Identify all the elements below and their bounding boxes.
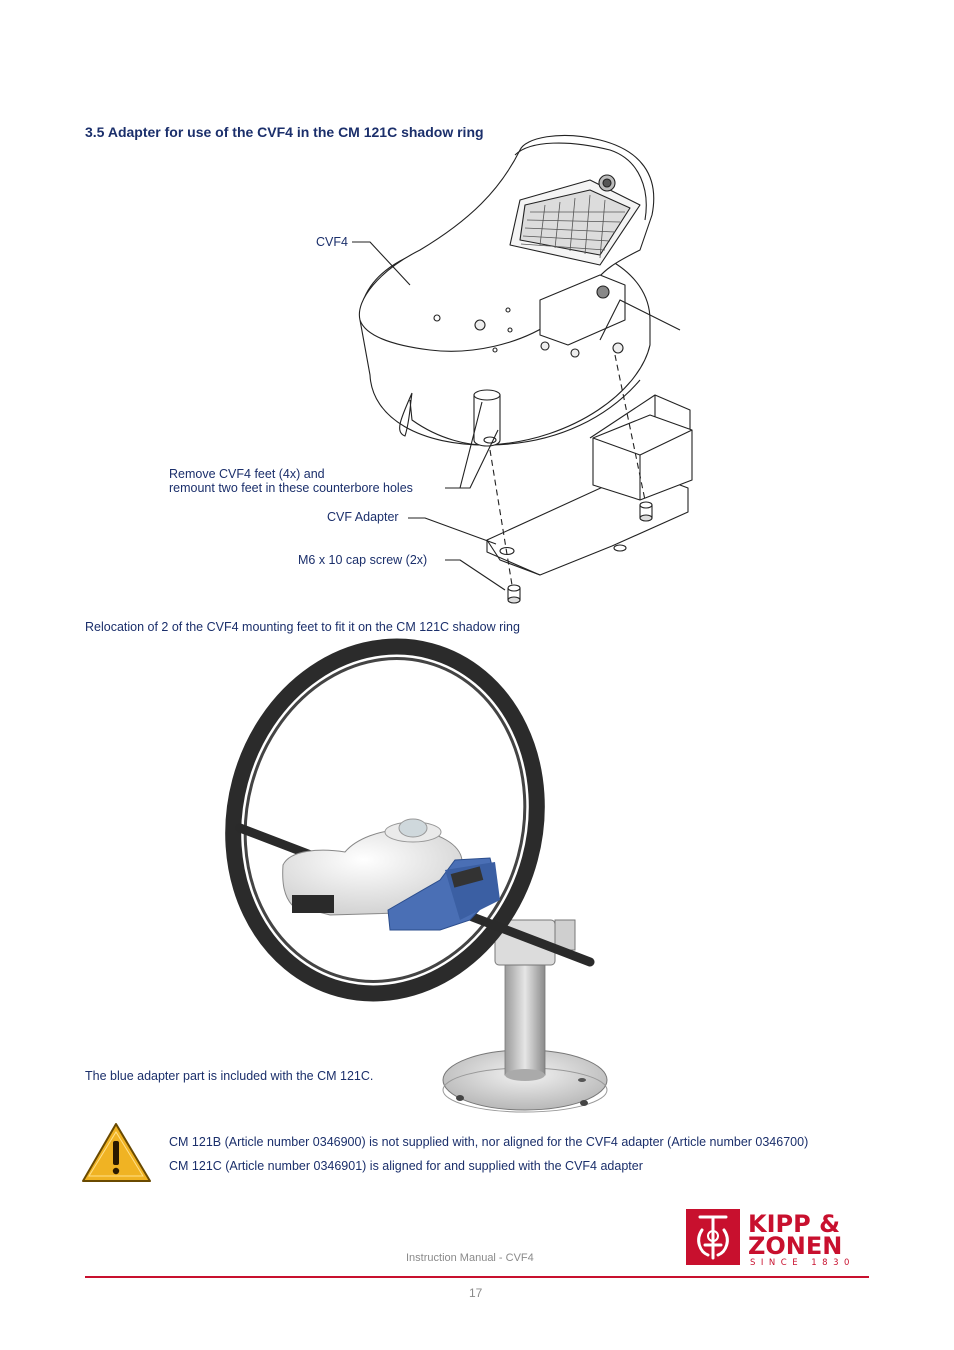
callout-feet-line2: remount two feet in these counterbore ho… <box>169 481 413 495</box>
footer-document-title: Instruction Manual - CVF4 <box>406 1252 534 1264</box>
logo-line2: ZONEN <box>748 1232 842 1260</box>
page-number: 17 <box>469 1286 483 1300</box>
logo-line1: KIPP & <box>748 1210 840 1238</box>
warning-line-2: CM 121C (Article number 0346901) is alig… <box>169 1159 643 1173</box>
warning-line-1: CM 121B (Article number 0346900) is not … <box>169 1135 809 1149</box>
callout-cvf4: CVF4 <box>316 235 348 249</box>
section-heading: 3.5 Adapter for use of the CVF4 in the C… <box>85 124 484 140</box>
footer-rule <box>85 1276 869 1278</box>
callout-feet-line1: Remove CVF4 feet (4x) and <box>169 467 325 481</box>
figure2-caption: The blue adapter part is included with t… <box>85 1069 374 1083</box>
callout-cap-screw: M6 x 10 cap screw (2x) <box>298 553 428 567</box>
callout-cvf-adapter: CVF Adapter <box>327 510 399 524</box>
figure1-caption: Relocation of 2 of the CVF4 mounting fee… <box>85 620 520 634</box>
logo-line3: SINCE 1830 <box>750 1258 855 1268</box>
